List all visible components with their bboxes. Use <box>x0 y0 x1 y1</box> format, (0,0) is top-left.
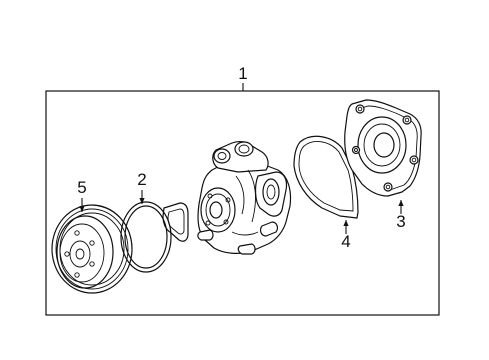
pulley <box>51 204 133 294</box>
water-pump <box>197 140 292 255</box>
inlet-gasket <box>162 202 189 242</box>
o-ring <box>120 201 172 273</box>
callout-4: 4 <box>341 232 350 251</box>
callout-2: 2 <box>137 170 146 189</box>
callout-1: 1 <box>238 64 247 83</box>
pump-gasket <box>293 135 359 219</box>
callout-3: 3 <box>396 212 405 231</box>
callout-5: 5 <box>77 178 86 197</box>
pump-housing <box>344 99 422 197</box>
